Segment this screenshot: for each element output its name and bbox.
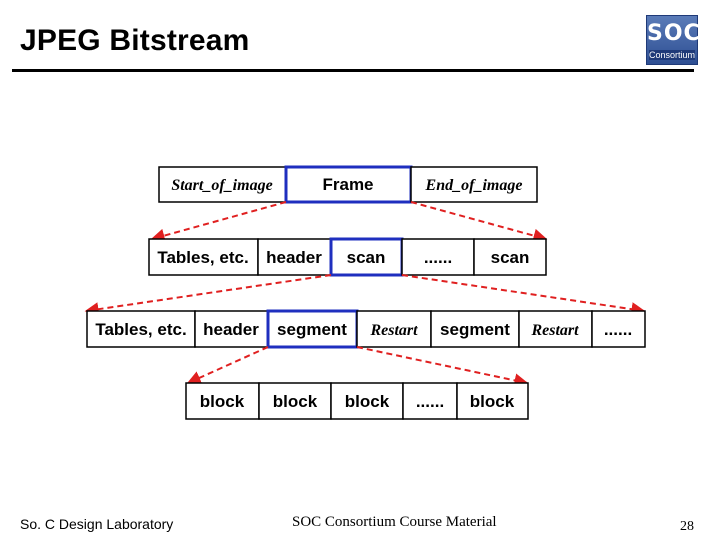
arrow-scan-right [401,274,646,317]
row-4-cell-block-1 [185,382,260,420]
row-3-label-header: header [203,320,259,339]
row-1-label-start-of-image: Start_of_image [171,177,272,194]
row-2-label-ellipsis: ...... [424,248,452,267]
row-4-cell-block-3 [330,382,404,420]
row-3-label-restart-2: Restart [530,322,579,339]
logo-text-sub: Consortium [649,50,696,60]
row-3: Tables, etc. header segment Restart segm… [86,309,646,349]
row-3-label-restart-1: Restart [369,322,418,339]
row-3-cell-segment [430,310,520,348]
row-4-label-block-4: block [470,392,515,411]
row-4: block block block ...... block [185,382,529,420]
row-3-label-segment-highlight: segment [277,320,347,339]
row-3-label-tables: Tables, etc. [95,320,186,339]
row-1-cell-end-of-image [410,166,538,203]
soc-consortium-logo-icon: SOC Consortium [646,15,701,65]
row-2: Tables, etc. header scan ...... scan [148,237,547,277]
row-1-label-frame: Frame [322,175,373,194]
row-2-label-scan-highlight: scan [347,248,386,267]
title-divider [12,69,694,72]
row-2-cell-tables [148,238,259,276]
row-2-label-header: header [266,248,322,267]
row-2-label-tables: Tables, etc. [157,248,248,267]
row-3-label-segment: segment [440,320,510,339]
footer-course-material: SOC Consortium Course Material [292,514,497,530]
arrow-frame-right [410,201,548,243]
row-1: Start_of_image Frame End_of_image [158,165,538,204]
arrow-frame-left [150,201,287,243]
slide-title: JPEG Bitstream [20,24,250,57]
row-1-cell-start-of-image [158,166,287,203]
arrow-segment-right [356,346,529,388]
row-2-cell-scan [473,238,547,276]
row-4-label-block-3: block [345,392,390,411]
row-4-label-block-2: block [273,392,318,411]
row-3-label-ellipsis: ...... [604,320,632,339]
row-1-label-end-of-image: End_of_image [425,177,523,194]
logo-text-main: SOC [647,21,701,46]
row-3-cell-header [194,310,269,348]
row-3-cell-restart-1 [356,310,432,348]
row-3-cell-ellipsis [591,310,646,348]
row-2-label-scan: scan [491,248,530,267]
arrow-segment-left [186,346,269,385]
row-2-cell-header [257,238,332,276]
row-4-label-ellipsis: ...... [416,392,444,411]
arrow-scan-left [84,274,332,317]
row-1-cell-frame [284,165,413,204]
footer-lab-name: So. C Design Laboratory [20,516,174,532]
row-4-label-block-1: block [200,392,245,411]
row-4-cell-block-4 [456,382,529,420]
footer-page-number: 28 [680,519,694,534]
row-4-cell-ellipsis [402,382,458,420]
